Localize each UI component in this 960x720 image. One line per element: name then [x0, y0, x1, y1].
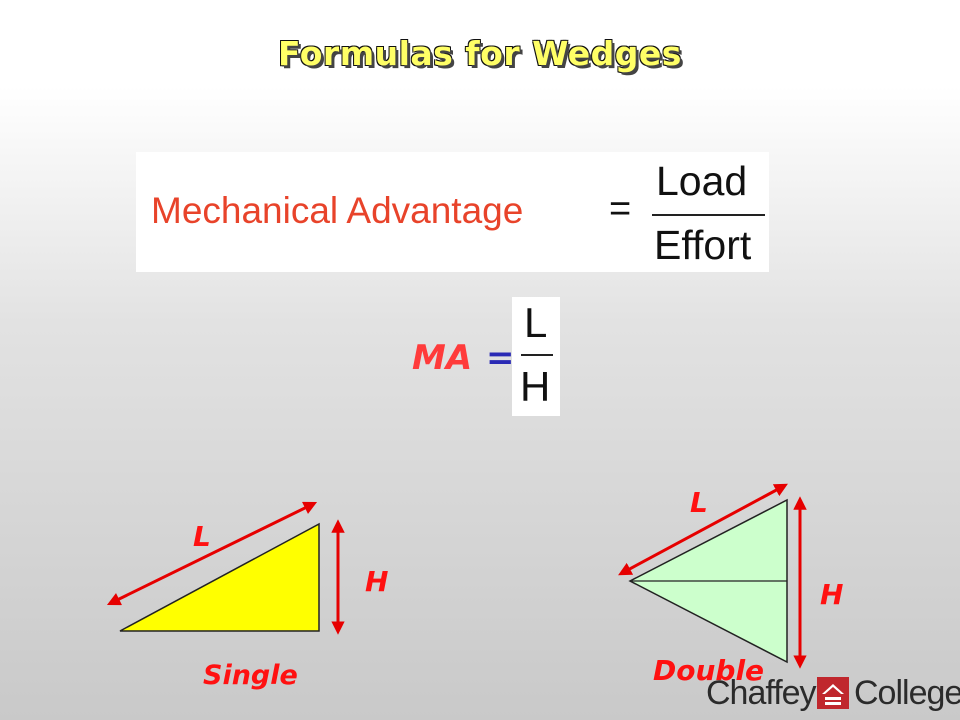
logo-text-left: Chaffey: [706, 674, 817, 712]
logo-text-right: College: [854, 674, 960, 712]
fraction-bar: [652, 214, 765, 216]
single-length-label: L: [193, 520, 211, 553]
single-length-arrow: [106, 501, 318, 606]
double-length-arrow: [618, 483, 788, 576]
formula-denominator: Effort: [654, 222, 752, 268]
mechanical-advantage-formula: Mechanical Advantage = Load Effort: [136, 152, 769, 272]
slide-title: Formulas for Wedges: [278, 34, 682, 73]
single-wedge-triangle: [119, 522, 320, 632]
ma-formula-lhs: MA: [412, 338, 473, 378]
ma-formula-equals: =: [486, 338, 515, 378]
single-wedge-caption: Single: [203, 660, 298, 691]
house-icon: [817, 677, 849, 709]
ma-fraction: L H: [512, 297, 560, 416]
ma-numerator: L: [524, 299, 548, 346]
formula-numerator: Load: [656, 158, 748, 204]
double-wedge-caption: Double: [653, 654, 765, 687]
double-length-label: L: [690, 486, 708, 519]
ma-denominator: H: [520, 363, 551, 410]
single-height-label: H: [365, 565, 389, 598]
ma-fraction-bar: [521, 354, 553, 356]
double-height-label: H: [820, 578, 844, 611]
formula-lhs: Mechanical Advantage: [151, 190, 524, 231]
formula-equals: =: [609, 188, 632, 230]
